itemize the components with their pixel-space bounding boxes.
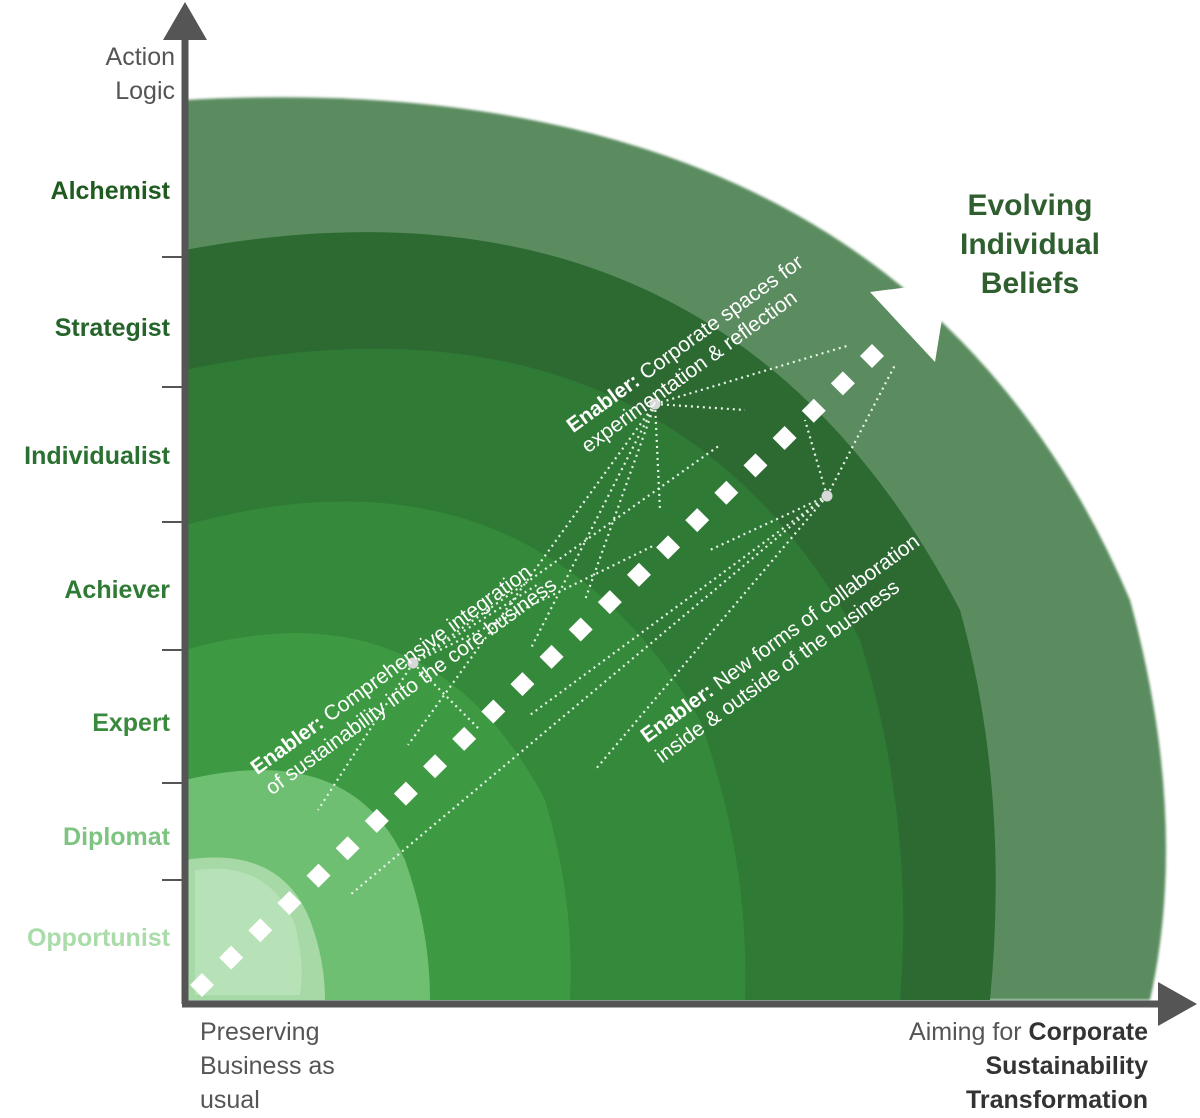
enabler-2-node [649, 398, 661, 410]
level-label-diplomat: Diplomat [63, 823, 170, 851]
x-axis-right-prefix: Aiming for [909, 1018, 1022, 1046]
arrow-dash [685, 508, 710, 533]
arrow-dash [801, 398, 826, 423]
arrow-dash [656, 535, 681, 560]
arrow-dash [277, 890, 302, 915]
arrow-dash [452, 726, 477, 751]
arrow-dash [597, 590, 622, 615]
arrow-dash [539, 644, 564, 669]
arrow-label: Evolving Individual Beliefs [959, 189, 1100, 300]
y-axis-ticks [162, 256, 185, 881]
arrow-dash [743, 453, 768, 478]
x-axis-left-label: Preserving Business as usual [200, 1018, 335, 1114]
arrow-dash [626, 562, 651, 587]
arrow-dash [219, 945, 244, 970]
arrow-dash [335, 836, 360, 861]
enabler-connector-lines [317, 343, 896, 896]
level-label-strategist: Strategist [54, 314, 170, 342]
x-axis-right-bold: Corporate Sustainability Transformation [966, 1018, 1148, 1114]
arrow-dash [306, 863, 331, 888]
arrow-dash [568, 617, 593, 642]
evolution-arrowhead [870, 282, 948, 362]
level-label-opportunist: Opportunist [26, 924, 170, 952]
arrow-dash [393, 781, 418, 806]
evolution-arrow-dashes [190, 344, 884, 997]
arrow-dash [248, 918, 273, 943]
level-label-achiever: Achiever [64, 576, 170, 604]
arrow-dash [510, 672, 535, 697]
enabler-1-node [407, 657, 419, 669]
level-label-expert: Expert [92, 709, 170, 737]
glint-shape [195, 868, 302, 995]
level-label-individualist: Individualist [24, 442, 170, 470]
arrow-dash [423, 754, 448, 779]
x-axis-right-label: Aiming for Corporate Sustainability Tran… [828, 1015, 1148, 1117]
x-axis-arrowhead [1158, 982, 1197, 1026]
arrow-dash [364, 808, 389, 833]
arrow-dash [860, 344, 884, 368]
arrow-dash [714, 480, 739, 505]
arrow-dash [190, 973, 214, 997]
y-axis-title: Action Logic [105, 43, 175, 105]
arrow-dash [830, 371, 855, 396]
arrow-dash [772, 426, 797, 451]
y-axis-arrowhead [163, 2, 207, 40]
enabler-3-node [821, 490, 833, 502]
level-label-alchemist: Alchemist [50, 177, 170, 205]
arrow-dash [481, 699, 506, 724]
